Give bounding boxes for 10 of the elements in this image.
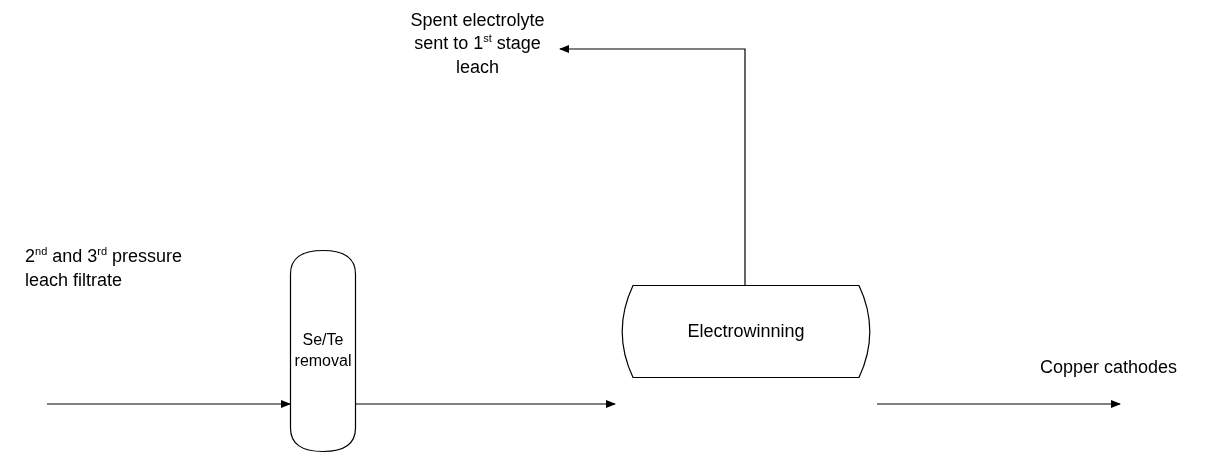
flow-arrow: [876, 400, 1121, 408]
flow-arrow: [355, 400, 616, 408]
node-label: Se/Te removal: [294, 330, 352, 371]
process-vessel: [290, 250, 356, 452]
stream-label: Spent electrolyte sent to 1$^{st}$ stage leach: [409, 8, 546, 79]
node-label: Electrowinning: [687, 319, 805, 343]
stream-label: 2$^{nd}$ and 3$^{rd}$ pressure leach filtrate: [25, 244, 184, 293]
stream-label: Copper cathodes: [1040, 356, 1179, 379]
flow-arrow: [559, 45, 746, 286]
flow-arrow: [46, 400, 291, 408]
